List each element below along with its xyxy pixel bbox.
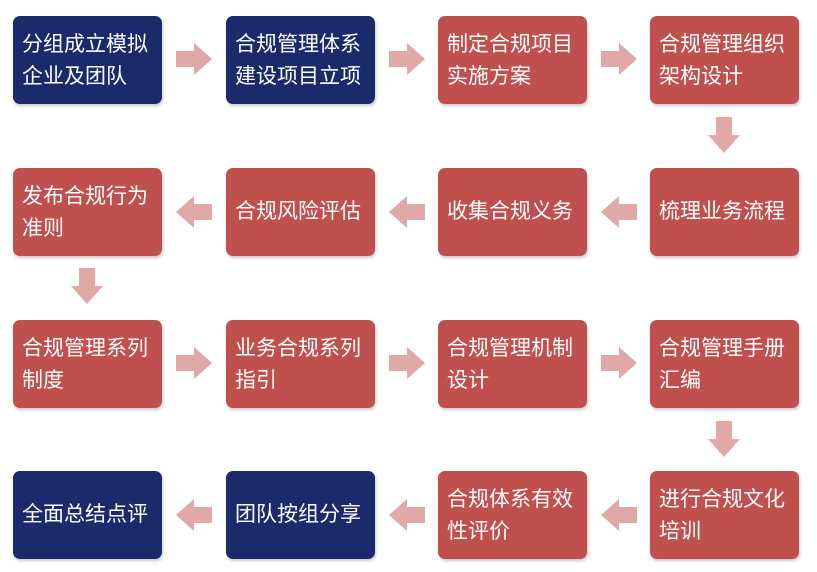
step-13-box: 进行合规文化培训 bbox=[650, 471, 799, 559]
step-11-box: 合规管理机制设计 bbox=[438, 320, 587, 408]
step-8-box: 发布合规行为准则 bbox=[13, 168, 162, 256]
step-3-box: 制定合规项目实施方案 bbox=[438, 16, 587, 104]
arrow-right-icon bbox=[176, 43, 212, 75]
arrow-down-icon bbox=[71, 268, 103, 304]
step-4-box: 合规管理组织架构设计 bbox=[650, 16, 799, 104]
arrow-right-icon bbox=[601, 347, 637, 379]
arrow-right-icon bbox=[389, 43, 425, 75]
arrow-left-icon bbox=[176, 499, 212, 531]
arrow-left-icon bbox=[389, 499, 425, 531]
step-5-box: 梳理业务流程 bbox=[650, 168, 799, 256]
step-16-box: 全面总结点评 bbox=[13, 471, 162, 559]
arrow-right-icon bbox=[601, 43, 637, 75]
step-10-box: 业务合规系列指引 bbox=[226, 320, 375, 408]
arrow-left-icon bbox=[389, 196, 425, 228]
step-12-box: 合规管理手册汇编 bbox=[650, 320, 799, 408]
arrow-left-icon bbox=[176, 196, 212, 228]
step-1-box: 分组成立模拟企业及团队 bbox=[13, 16, 162, 104]
step-2-box: 合规管理体系建设项目立项 bbox=[226, 16, 375, 104]
step-15-box: 团队按组分享 bbox=[226, 471, 375, 559]
arrow-right-icon bbox=[176, 347, 212, 379]
arrow-down-icon bbox=[708, 117, 740, 153]
step-9-box: 合规管理系列制度 bbox=[13, 320, 162, 408]
arrow-right-icon bbox=[389, 347, 425, 379]
arrow-left-icon bbox=[601, 499, 637, 531]
step-7-box: 合规风险评估 bbox=[226, 168, 375, 256]
step-6-box: 收集合规义务 bbox=[438, 168, 587, 256]
arrow-left-icon bbox=[601, 196, 637, 228]
step-14-box: 合规体系有效性评价 bbox=[438, 471, 587, 559]
arrow-down-icon bbox=[708, 421, 740, 457]
